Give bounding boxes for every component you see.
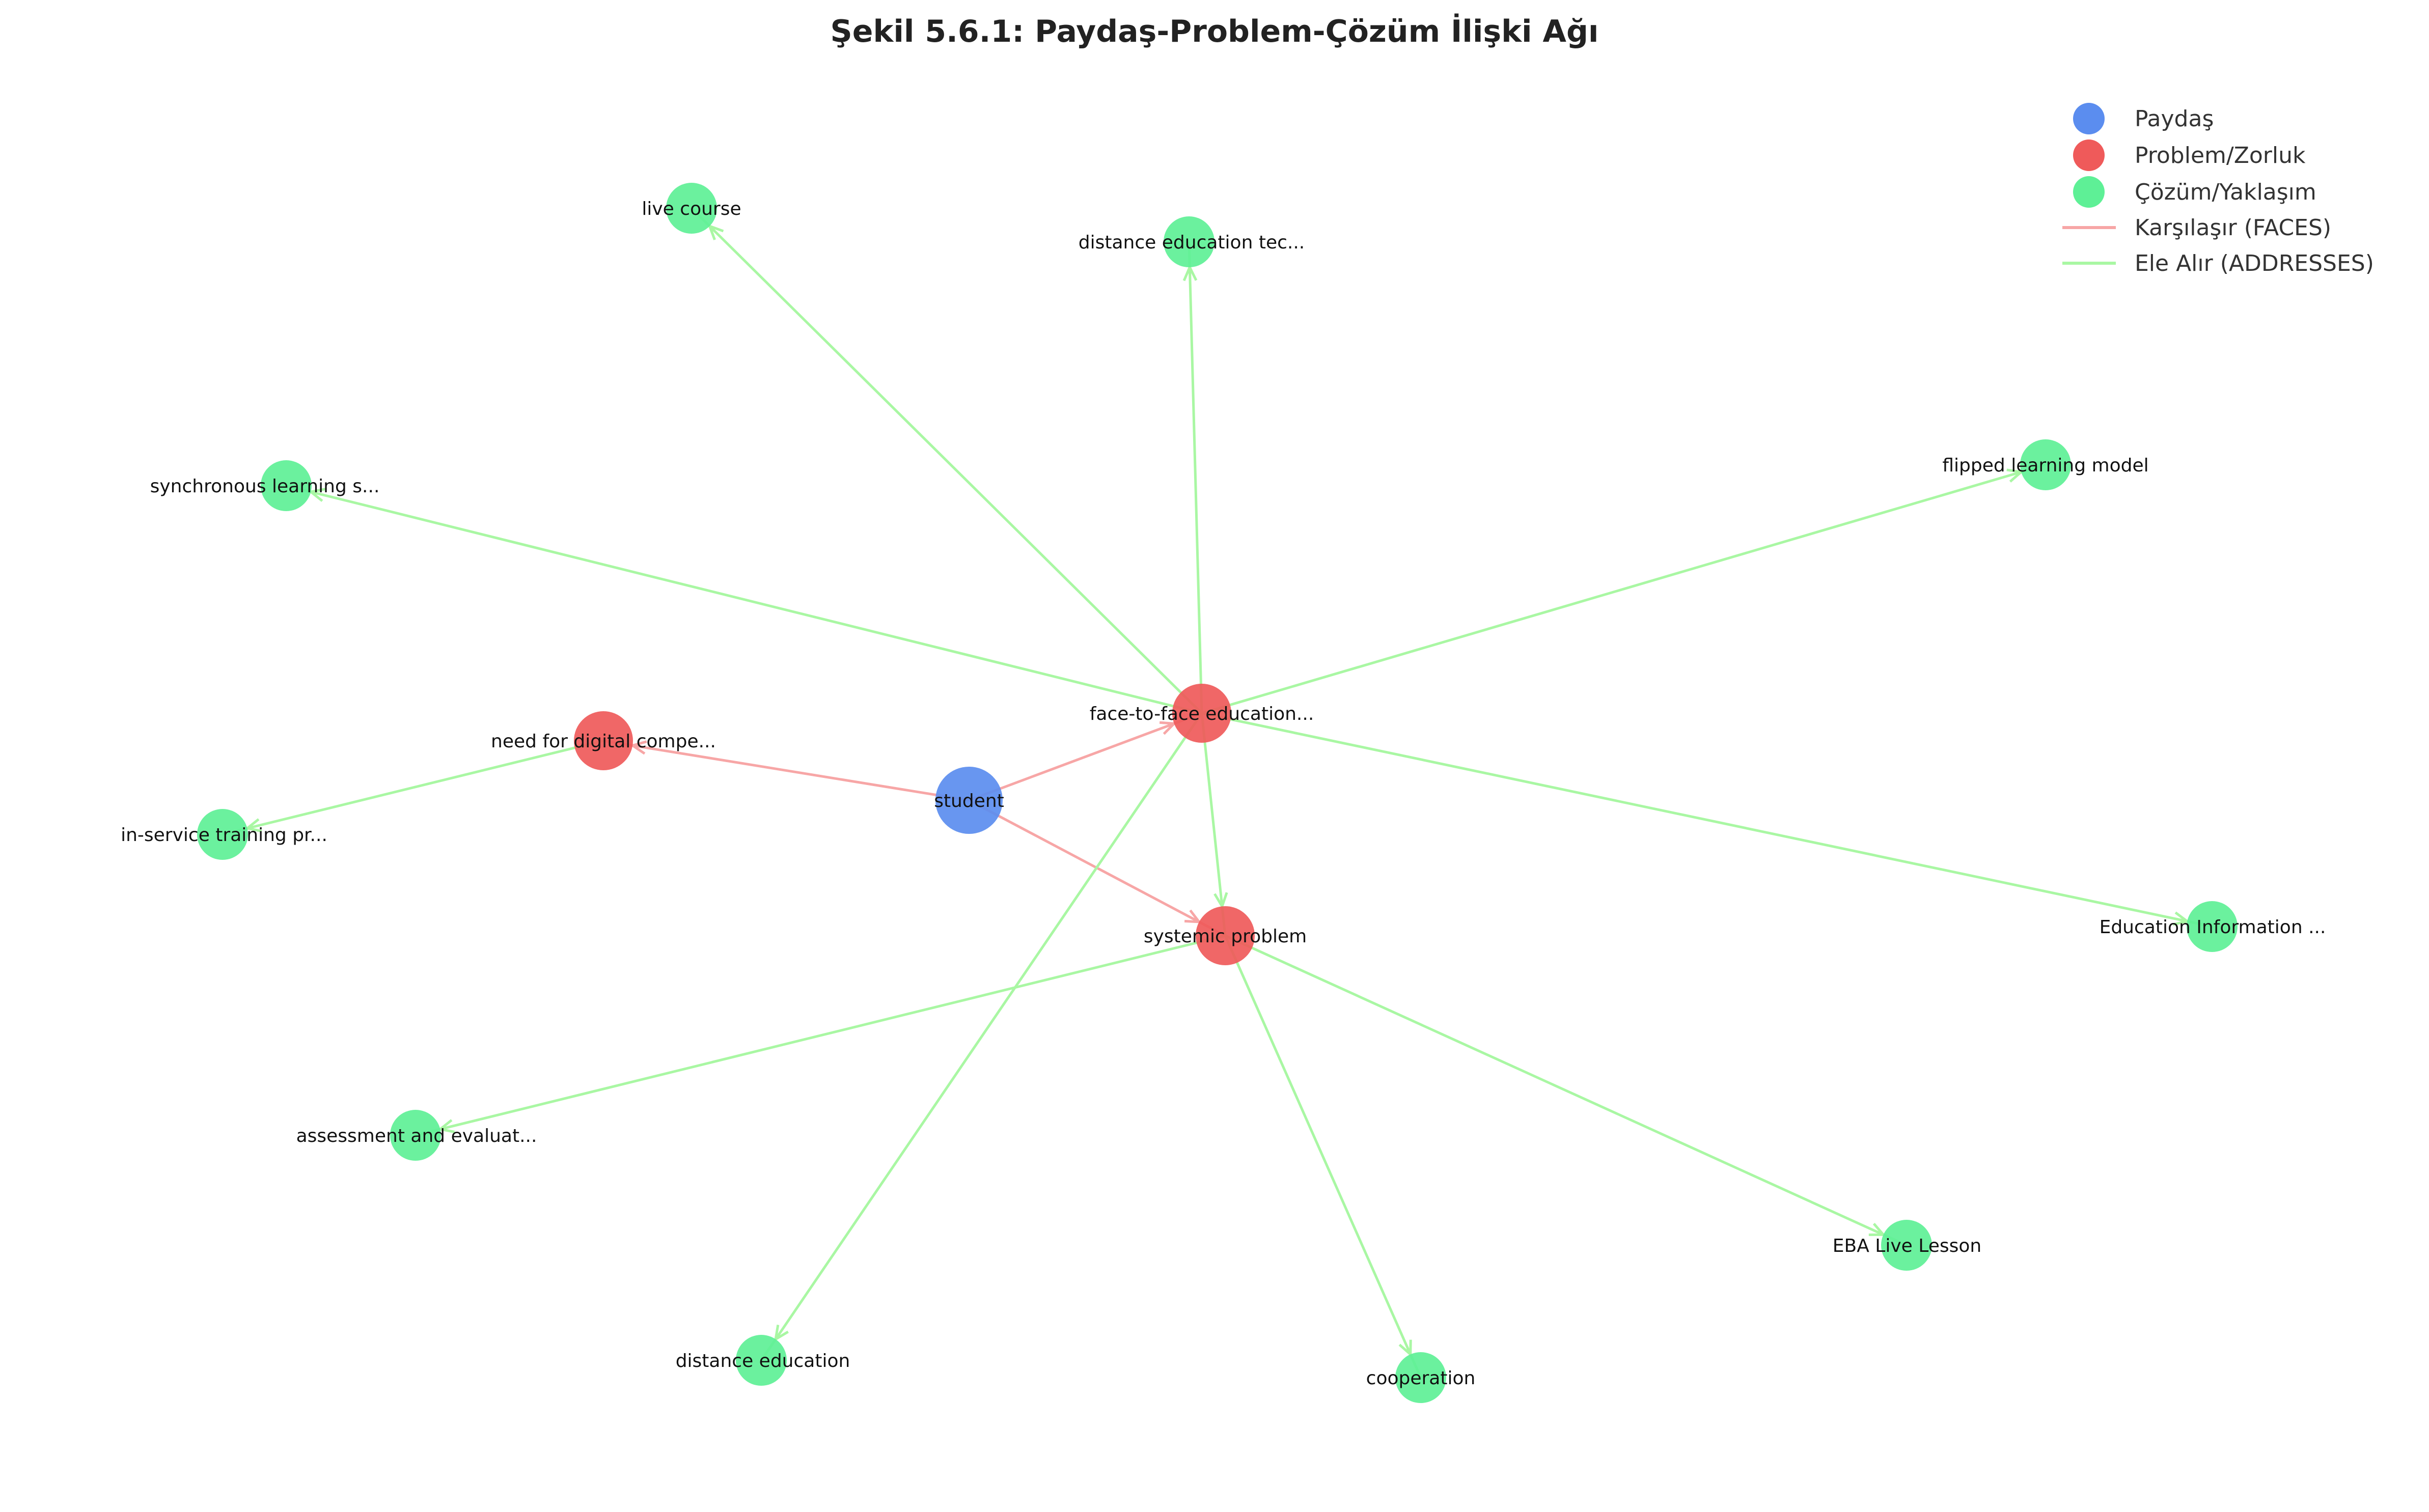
node-f2f[interactable] — [1172, 684, 1231, 743]
legend-faces-label: Karşılaşır (FACES) — [2135, 215, 2331, 241]
edge-addresses-f2f-systemic — [1200, 713, 1227, 936]
edge-addresses-f2f-detec — [1188, 241, 1203, 714]
arrowhead-systemic-eba — [1868, 1223, 1886, 1236]
node-label-flipped: flipped learning model — [1942, 455, 2148, 476]
legend-stakeholder-marker — [2073, 103, 2105, 134]
legend-solution-marker — [2073, 176, 2105, 208]
arrowhead-student-f2f — [1159, 721, 1177, 735]
nodes-layer — [197, 183, 2238, 1403]
node-flipped[interactable] — [2020, 439, 2071, 490]
edge-addresses-f2f-live — [691, 207, 1203, 714]
arrowhead-systemic-assess — [437, 1119, 455, 1133]
edge-addresses-f2f-sync — [286, 484, 1202, 715]
node-assess[interactable] — [390, 1110, 441, 1161]
node-label-detec: distance education tec... — [1079, 232, 1305, 253]
node-systemic[interactable] — [1196, 906, 1255, 965]
node-coop[interactable] — [1395, 1352, 1446, 1403]
node-edinfo[interactable] — [2187, 901, 2238, 952]
edge-addresses-f2f-edinfo — [1201, 712, 2213, 928]
node-sync[interactable] — [261, 460, 312, 511]
legend-stakeholder-label: Paydaş — [2135, 106, 2214, 132]
legend-problem-marker — [2073, 139, 2105, 171]
node-student[interactable] — [935, 767, 1003, 834]
node-inservice[interactable] — [197, 809, 248, 860]
node-label-edinfo: Education Information ... — [2100, 917, 2326, 938]
legend-problem-label: Problem/Zorluk — [2135, 143, 2306, 169]
node-label-sync: synchronous learning s... — [150, 476, 380, 497]
edge-addresses-f2f-dedu — [760, 712, 1203, 1361]
arrowhead-student-digital — [629, 740, 647, 755]
node-live[interactable] — [666, 183, 717, 234]
node-label-assess: assessment and evaluat... — [296, 1126, 537, 1146]
node-detec[interactable] — [1164, 216, 1214, 267]
node-label-live: live course — [642, 199, 741, 219]
node-label-student: student — [934, 791, 1004, 811]
edges-layer — [222, 207, 2213, 1379]
edge-addresses-f2f-flipped — [1201, 463, 2046, 715]
edge-addresses-systemic-eba — [1224, 934, 1908, 1247]
legend: Paydaş Problem/Zorluk Çözüm/Yaklaşım Kar… — [2062, 103, 2374, 276]
node-label-dedu: distance education — [676, 1351, 850, 1371]
node-label-coop: cooperation — [1366, 1368, 1476, 1389]
node-label-digital: need for digital compe... — [491, 731, 716, 752]
legend-addresses-label: Ele Alır (ADDRESSES) — [2135, 250, 2374, 276]
node-label-inservice: in-service training pr... — [121, 825, 327, 846]
legend-solution-label: Çözüm/Yaklaşım — [2135, 179, 2316, 205]
chart-title: Şekil 5.6.1: Paydaş-Problem-Çözüm İlişki… — [831, 13, 1599, 49]
node-dedu[interactable] — [736, 1335, 787, 1386]
edge-addresses-systemic-coop — [1224, 935, 1422, 1379]
edge-addresses-systemic-assess — [415, 934, 1226, 1137]
edge-faces-student-digital — [603, 739, 970, 802]
node-digital[interactable] — [574, 711, 633, 770]
node-label-eba: EBA Live Lesson — [1833, 1236, 1981, 1256]
node-label-f2f: face-to-face education... — [1090, 704, 1314, 724]
arrowhead-f2f-detec — [1182, 264, 1198, 282]
arrowhead-f2f-live — [707, 223, 724, 240]
arrowhead-systemic-coop — [1398, 1339, 1412, 1357]
labels-layer: student need for digital compe... face-to-… — [121, 199, 2326, 1389]
node-label-systemic: systemic problem — [1144, 926, 1307, 947]
node-eba[interactable] — [1881, 1220, 1932, 1271]
edge-faces-student-f2f — [969, 712, 1202, 802]
edge-addresses-digital-inservice — [222, 739, 604, 836]
